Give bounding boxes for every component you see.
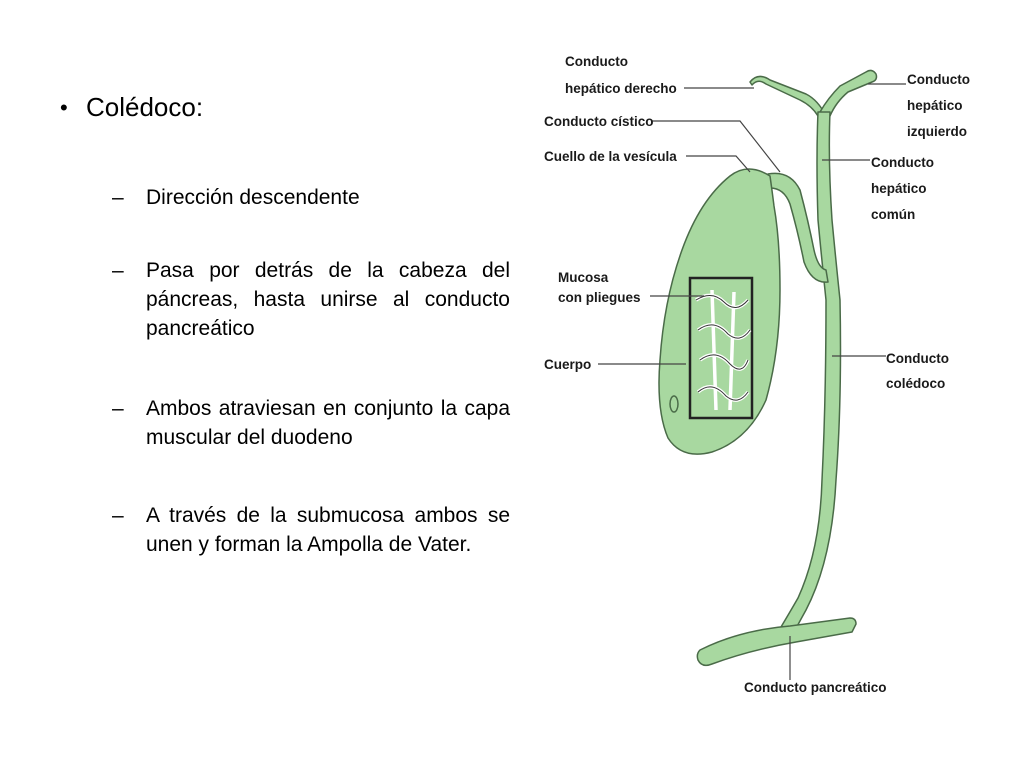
sub-bullet-3: – Ambos atraviesan en conjunto la capa m… [112,394,510,452]
sub-bullet-text: Pasa por detrás de la cabeza del páncrea… [146,259,510,340]
label-cuerpo: Cuerpo [544,357,591,372]
sub-bullet-text: Ambos atraviesan en conjunto la capa mus… [146,397,510,449]
slide-text: • Colédoco: – Dirección descendente – Pa… [60,92,510,559]
gallbladder-fundus-mark [669,395,679,413]
sub-bullet-text: A través de la submucosa ambos se unen y… [146,504,510,556]
dash: – [112,186,124,209]
sub-bullet-1: – Dirección descendente [112,183,510,212]
left-hepatic-duct [819,69,878,117]
label-coledoco-1: Conducto [886,351,949,366]
main-bullet: • Colédoco: [60,92,203,123]
label-hepatico-derecho-2: hepático derecho [565,81,677,96]
right-hepatic-duct [749,75,827,117]
sub-bullet-4: – A través de la submucosa ambos se unen… [112,501,510,559]
label-hepatico-derecho-1: Conducto [565,54,628,69]
label-cistico: Conducto cístico [544,114,654,129]
label-hepatico-izq-3: izquierdo [907,124,967,139]
bullet-dot: • [60,94,68,120]
label-pancreatico: Conducto pancreático [744,680,887,695]
sub-bullet-2: – Pasa por detrás de la cabeza del páncr… [112,256,510,343]
mucosa-folds [669,276,754,420]
label-hepatico-comun-3: común [871,207,915,222]
label-cuello: Cuello de la vesícula [544,149,677,164]
label-mucosa-1: Mucosa [558,270,609,285]
dash: – [112,397,124,420]
dash: – [112,259,124,282]
dash: – [112,504,124,527]
cystic-duct [767,172,829,283]
bullet-title: Colédoco: [86,92,204,122]
label-coledoco-2: colédoco [886,376,945,391]
label-hepatico-izq-1: Conducto [907,72,970,87]
label-hepatico-izq-2: hepático [907,98,963,113]
diagram-labels: Conducto hepático derecho Conducto císti… [544,54,970,695]
label-hepatico-comun-1: Conducto [871,155,934,170]
mucosa-outline [695,295,751,401]
label-mucosa-2: con pliegues [558,290,641,305]
leader-lines [598,83,906,680]
pancreatic-duct [696,617,857,667]
biliary-diagram: Conducto hepático derecho Conducto císti… [544,54,970,695]
sub-bullet-text: Dirección descendente [146,186,360,209]
leader-cuello [686,155,751,173]
label-hepatico-comun-2: hepático [871,181,927,196]
leader-cistico [652,120,781,173]
